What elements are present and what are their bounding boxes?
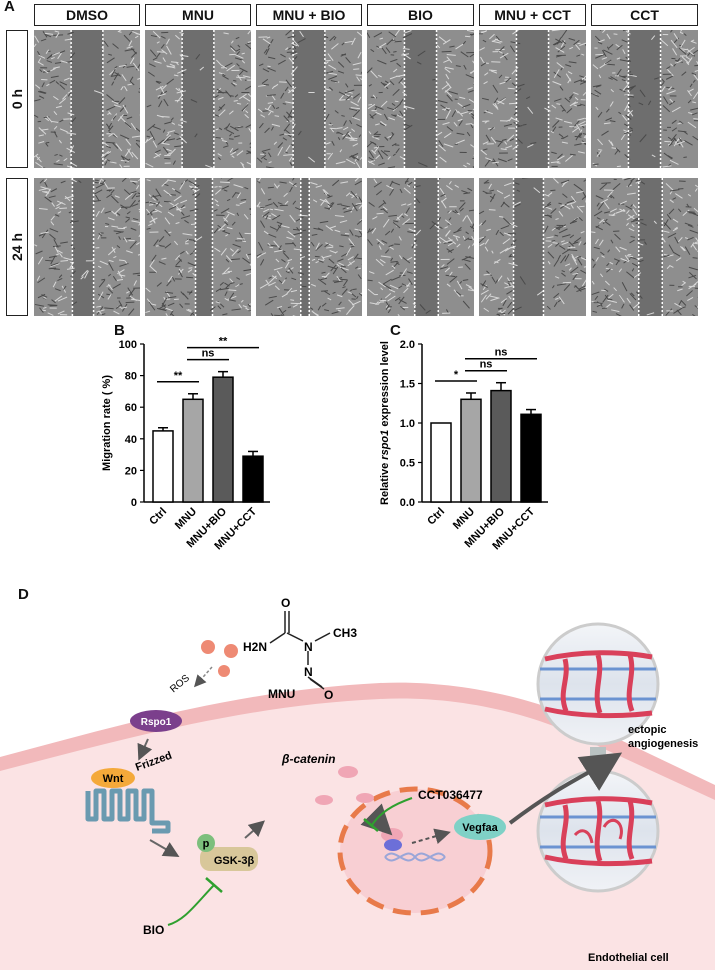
chart-c-y-tick-label: 1.5 (400, 379, 415, 391)
chart-c-sig-label-0: * (454, 369, 459, 381)
micrograph-24h-4 (479, 178, 586, 316)
chart-b-sig-label-1: ns (202, 348, 215, 360)
tcf-icon (384, 839, 402, 851)
chart-b-bar-1 (182, 398, 204, 503)
chart-b-bar-2 (212, 376, 234, 503)
chart-c-bar-3 (520, 413, 542, 503)
dna-icon (384, 852, 446, 862)
label-mnu: MNU (268, 687, 295, 701)
label-ectopic: ectopic (628, 724, 667, 736)
chart-b-y-tick-label: 0 (131, 497, 137, 509)
panel-label-c: C (390, 322, 401, 339)
label-cct036477: CCT036477 (418, 788, 483, 802)
chart-c-x-tick-label: MNU (451, 506, 477, 532)
ros-particle (218, 665, 230, 677)
chart-c-bar-0 (430, 422, 452, 503)
chart-c-y-tick-label: 0.0 (400, 497, 415, 509)
chart-c-x-tick-label: Ctrl (425, 506, 447, 528)
column-header-cct: CCT (591, 4, 698, 26)
label-ch3: CH3 (333, 626, 357, 640)
column-header-dmso: DMSO (34, 4, 140, 26)
micrograph-0h-1 (145, 30, 251, 168)
micrograph-0h-0 (34, 30, 140, 168)
chart-c-y-tick-label: 2.0 (400, 339, 415, 351)
chart-c-bar-2 (490, 389, 512, 503)
row-header-0h: 0 h (6, 30, 28, 168)
label-beta-catenin: β-catenin (281, 752, 335, 766)
chart-c-y-tick-label: 1.0 (400, 418, 415, 430)
vessel-ectopic-icon (536, 769, 660, 893)
phospho-icon (197, 834, 215, 852)
label-ros: ROS (168, 673, 192, 696)
chart-rspo1-expression: 0.0 0.5 1.0 1.5 2.0 Relative rspo1 expression… (379, 339, 548, 552)
column-header-mnu: MNU (145, 4, 251, 26)
chart-b-y-tick-label: 60 (125, 402, 137, 414)
column-header-bio: BIO (367, 4, 474, 26)
label-bio: BIO (143, 923, 164, 937)
chart-b-y-tick-label: 40 (125, 434, 137, 446)
chart-c-sig-label-2: ns (495, 347, 508, 359)
chart-c-y-tick-label: 0.5 (400, 458, 415, 470)
wnt-icon (91, 768, 135, 788)
label-h2n: H2N (243, 640, 267, 654)
chart-b-x-tick-label: Ctrl (147, 506, 169, 528)
label-angiogenesis: angiogenesis (628, 738, 698, 750)
micrograph-24h-0 (34, 178, 140, 316)
label-vegfaa: Vegfaa (462, 822, 498, 834)
chart-b-y-tick-label: 100 (119, 339, 137, 351)
vessel-normal-icon (536, 622, 660, 746)
gsk3b-icon (200, 847, 258, 871)
panel-label-b: B (114, 322, 125, 339)
micrograph-0h-5 (591, 30, 698, 168)
micrograph-0h-4 (479, 30, 586, 168)
chart-b-bar-3 (242, 455, 264, 503)
label-rspo1: Rspo1 (141, 717, 172, 728)
label-n-low: N (304, 665, 313, 679)
micrograph-24h-5 (591, 178, 698, 316)
chart-c-sig-label-1: ns (480, 359, 493, 371)
chart-c-y-label: Relative rspo1 expression level (379, 341, 391, 505)
panel-label-d: D (18, 586, 29, 603)
micrograph-24h-1 (145, 178, 251, 316)
column-header-mnu-cct: MNU + CCT (479, 4, 586, 26)
label-o-low: O (324, 688, 333, 702)
panel-label-a: A (4, 0, 15, 15)
nucleus (337, 786, 493, 916)
ros-particle (201, 640, 215, 654)
label-n: N (304, 640, 313, 654)
vegfaa-icon (454, 814, 506, 840)
micrograph-24h-2 (256, 178, 362, 316)
pathway-diagram: ROS H2N O N CH3 N O MNU Rspo1 Wnt Frizze… (0, 596, 715, 970)
mnu-structure (269, 611, 331, 690)
chart-c-bar-1 (460, 398, 482, 503)
row-header-24h: 24 h (6, 178, 28, 316)
chart-b-y-tick-label: 20 (125, 465, 137, 477)
chart-b-x-tick-label: MNU (173, 506, 199, 532)
label-endothelial-cell: Endothelial cell (588, 952, 669, 964)
label-p: p (203, 838, 210, 850)
micrograph-24h-3 (367, 178, 474, 316)
column-header-mnu-bio: MNU + BIO (256, 4, 362, 26)
label-wnt: Wnt (103, 773, 124, 785)
label-o-top: O (281, 596, 290, 610)
chart-b-y-label: Migration rate ( %) (101, 375, 113, 471)
chart-b-sig-label-0: ** (174, 370, 183, 382)
micrograph-0h-2 (256, 30, 362, 168)
chart-b-y-tick-label: 80 (125, 371, 137, 383)
chart-b-bar-0 (152, 430, 174, 503)
label-gsk3b: GSK-3β (214, 855, 255, 867)
micrograph-0h-3 (367, 30, 474, 168)
frizzed-receptor-icon (85, 788, 171, 834)
chart-b-sig-label-2: ** (219, 336, 228, 348)
rspo1-icon (130, 710, 182, 732)
ros-particle (224, 644, 238, 658)
